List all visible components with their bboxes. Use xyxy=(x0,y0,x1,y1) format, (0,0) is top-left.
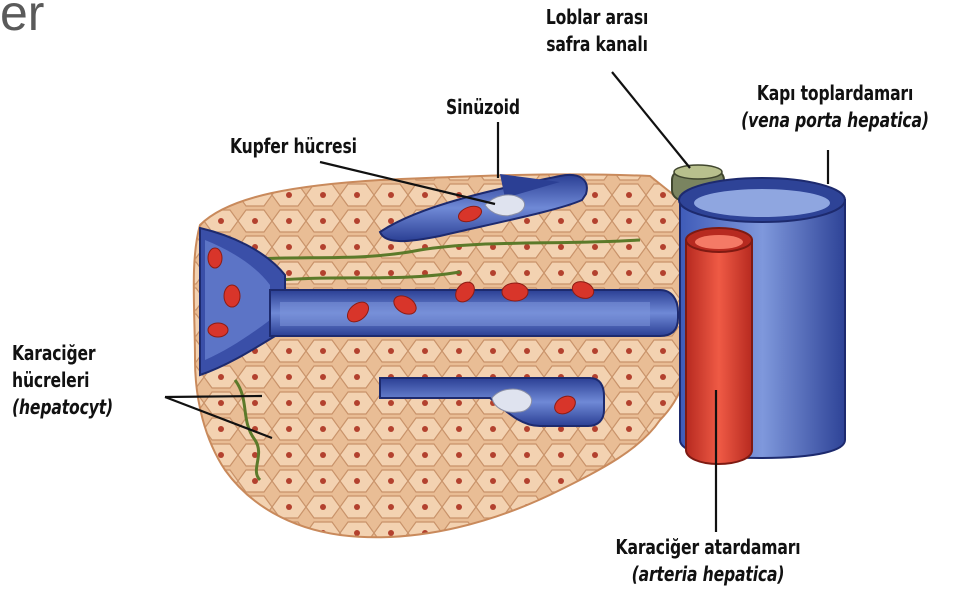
label-hepatic-artery-line1: Karaciğer atardamarı xyxy=(591,534,825,561)
label-sinusoid: Sinüzoid xyxy=(446,94,520,121)
label-hepatic-artery-line2: (arteria hepatica) xyxy=(591,561,825,588)
label-portal-vein-line1: Kapı toplardamarı xyxy=(722,80,948,107)
label-hepatocytes-line2: hücreleri xyxy=(12,367,113,394)
label-portal-vein-line2: (vena porta hepatica) xyxy=(722,107,948,134)
label-lobular-bile-duct-line1: Loblar arası xyxy=(531,4,664,31)
red-blood-cell-icon xyxy=(208,248,222,268)
label-lobular-bile-duct: Loblar arası safra kanalı xyxy=(531,4,664,58)
leader-line-bile-duct xyxy=(612,72,690,168)
label-hepatocytes-line1: Karaciğer xyxy=(12,340,113,367)
label-kupffer-cell-line1: Kupfer hücresi xyxy=(230,133,357,160)
label-sinusoid-line1: Sinüzoid xyxy=(446,94,520,121)
red-blood-cell-icon xyxy=(224,285,240,307)
leader-line-hepatocyte-upper xyxy=(165,396,262,397)
red-blood-cell-icon xyxy=(502,283,528,301)
label-hepatic-artery: Karaciğer atardamarı (arteria hepatica) xyxy=(591,534,825,588)
label-hepatocytes: Karaciğer hücreleri (hepatocyt) xyxy=(12,340,113,421)
label-kupffer-cell: Kupfer hücresi xyxy=(230,133,357,160)
label-hepatocytes-line3: (hepatocyt) xyxy=(12,394,113,421)
hepatic-artery xyxy=(686,228,752,464)
main-sinusoid-channel xyxy=(270,290,678,336)
red-blood-cell-icon xyxy=(208,323,228,337)
label-portal-vein: Kapı toplardamarı (vena porta hepatica) xyxy=(722,80,948,134)
label-lobular-bile-duct-line2: safra kanalı xyxy=(531,31,664,58)
